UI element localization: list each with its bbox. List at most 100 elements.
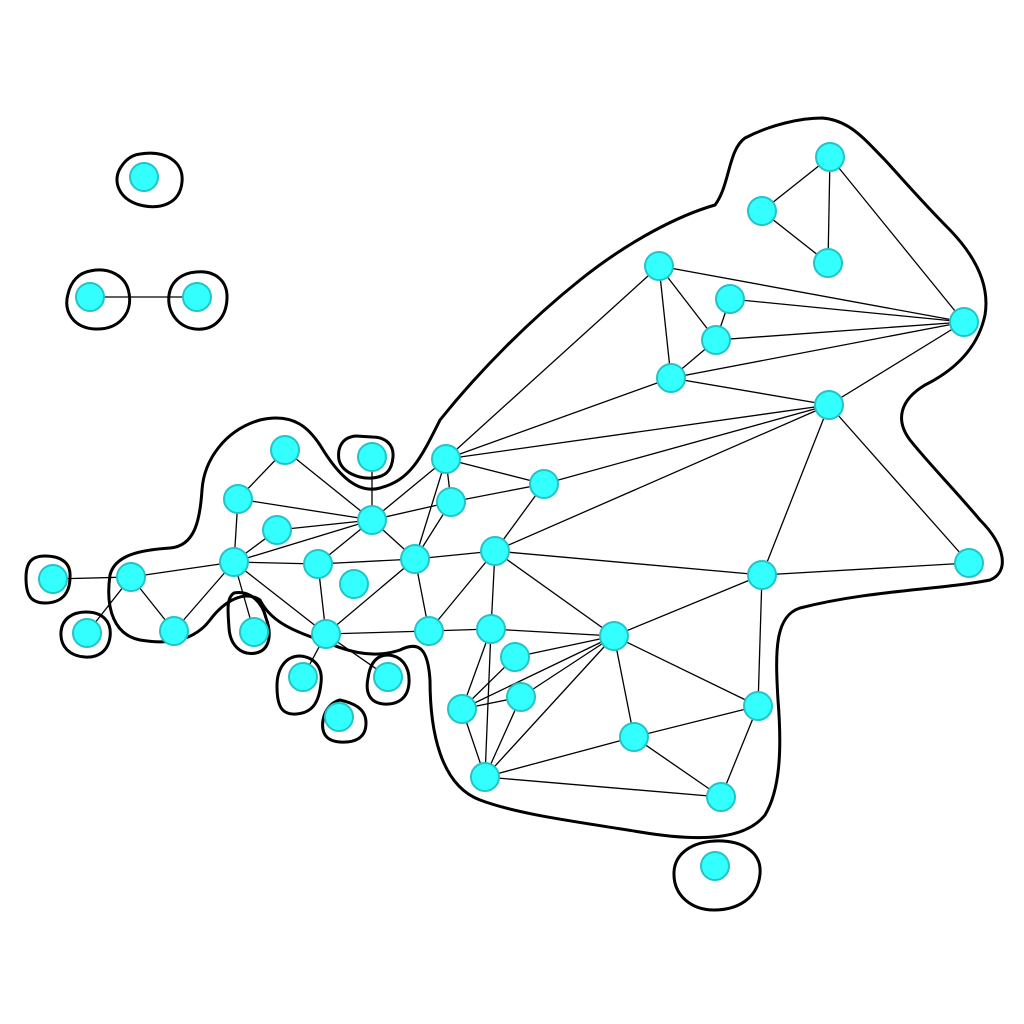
graph-edge <box>828 404 970 564</box>
graph-edge <box>729 298 965 323</box>
graph-node <box>747 560 777 590</box>
cluster-outline <box>24 554 72 605</box>
cluster-outline <box>167 270 229 331</box>
graph-node <box>223 484 253 514</box>
graph-edge <box>484 736 635 778</box>
graph-edge <box>173 561 235 632</box>
graph-edge <box>325 630 430 635</box>
graph-edge <box>445 377 672 460</box>
cluster-outline <box>226 591 271 655</box>
graph-node <box>72 618 102 648</box>
graph-node <box>954 548 984 578</box>
cluster-outline <box>59 610 112 659</box>
graph-node <box>436 487 466 517</box>
graph-edge <box>670 377 830 406</box>
graph-edge <box>371 458 447 521</box>
graph-node <box>357 505 387 535</box>
cluster-outlines <box>24 116 1004 912</box>
graph-node <box>414 616 444 646</box>
cluster-outline <box>672 839 762 912</box>
graph-node <box>303 549 333 579</box>
graph-edge <box>720 705 759 798</box>
graph-node <box>311 619 341 649</box>
graph-edge <box>494 550 615 637</box>
graph-edge <box>658 265 965 323</box>
graph-node <box>239 617 269 647</box>
cluster-outline <box>275 654 323 716</box>
graph-edge <box>233 561 327 635</box>
graph-node <box>476 614 506 644</box>
graph-edge <box>284 449 373 521</box>
graph-node <box>219 547 249 577</box>
graph-edge <box>520 635 615 698</box>
graph-node <box>400 544 430 574</box>
graph-node <box>447 694 477 724</box>
graph-edge <box>633 736 722 798</box>
graph-edge <box>658 265 717 341</box>
graph-edge <box>827 156 831 264</box>
graph-edge <box>514 635 615 658</box>
graph-edge <box>484 628 492 778</box>
graph-node <box>743 691 773 721</box>
graph-edge <box>828 321 965 406</box>
graph-edge <box>130 561 235 578</box>
graph-node <box>324 702 354 732</box>
graph-node <box>656 363 686 393</box>
graph-node <box>182 282 212 312</box>
graph-edge <box>757 574 763 707</box>
graph-node <box>747 196 777 226</box>
graph-edge <box>484 776 722 798</box>
cluster-outline <box>115 151 184 209</box>
graph-node <box>706 782 736 812</box>
graph-node <box>701 325 731 355</box>
graph-edge <box>761 404 830 576</box>
graph-node <box>480 536 510 566</box>
graph-edge <box>317 558 416 565</box>
graph-edge <box>613 635 759 707</box>
graph-edge <box>613 635 635 738</box>
graph-node <box>262 515 292 545</box>
graph-edge <box>233 519 373 563</box>
graph-edge <box>484 635 615 778</box>
cluster-outline <box>65 268 132 331</box>
graph-node <box>644 251 674 281</box>
graph-edge <box>450 483 545 503</box>
graph-node <box>619 722 649 752</box>
graph-node <box>129 162 159 192</box>
graph-edge <box>428 550 496 632</box>
graph-edge <box>613 574 763 637</box>
graph-node <box>116 562 146 592</box>
graph-edge <box>276 519 373 531</box>
graph-edge <box>445 265 660 460</box>
graph-edge <box>715 321 965 341</box>
graph-node <box>715 284 745 314</box>
graph-node <box>75 282 105 312</box>
graph-edge <box>670 321 965 379</box>
graph-node <box>339 569 369 599</box>
graph-node <box>288 662 318 692</box>
graph-node <box>431 444 461 474</box>
graph-node <box>470 762 500 792</box>
graph-nodes <box>38 142 984 881</box>
graph-edge <box>461 635 615 710</box>
graph-node <box>949 307 979 337</box>
graph-edge <box>633 705 759 738</box>
graph-edge <box>658 265 672 379</box>
graph-node <box>506 682 536 712</box>
graph-edge <box>325 558 416 635</box>
graph-edge <box>543 404 830 485</box>
cluster-outline <box>107 116 1004 840</box>
graph-node <box>500 642 530 672</box>
graph-edge <box>494 404 830 552</box>
graph-edge <box>829 156 965 323</box>
graph-node <box>815 142 845 172</box>
graph-node <box>38 564 68 594</box>
graph-node <box>813 248 843 278</box>
graph-edge <box>445 458 545 485</box>
graph-node <box>814 390 844 420</box>
graph-node <box>357 442 387 472</box>
cluster-outline <box>365 653 411 706</box>
graph-node <box>700 851 730 881</box>
graph-node <box>529 469 559 499</box>
